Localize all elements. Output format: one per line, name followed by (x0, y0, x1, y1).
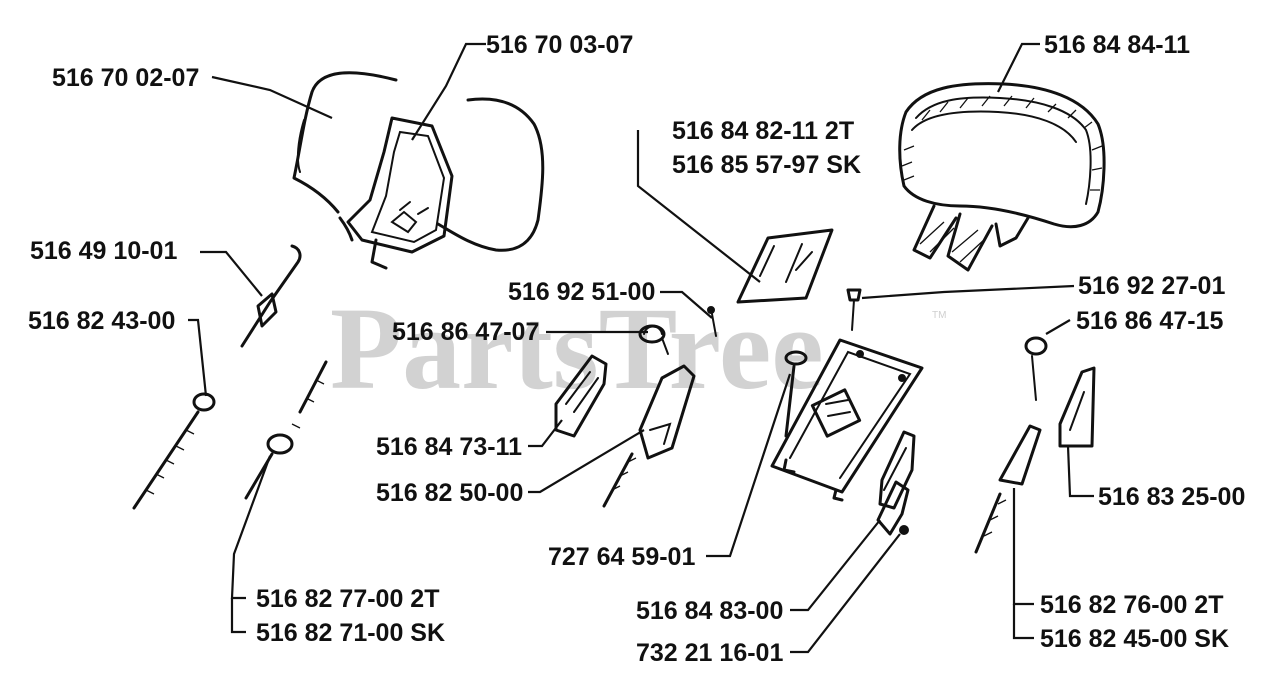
label-732-21-16-01: 732 21 16-01 (636, 639, 783, 667)
handle-grip-part (898, 82, 1106, 272)
label-516-82-45-00-sk: 516 82 45-00 SK (1040, 625, 1229, 653)
wire-handle-part (292, 71, 545, 252)
watermark: PartsTree (330, 283, 824, 414)
label-516-85-57-97-sk: 516 85 57-97 SK (672, 151, 861, 179)
control-panel-part (770, 338, 924, 502)
label-516-82-71-00-sk: 516 82 71-00 SK (256, 619, 445, 647)
label-516-86-47-15: 516 86 47-15 (1076, 307, 1223, 335)
screw-516-92-51-00-part (707, 306, 717, 337)
label-516-82-76-00-2t: 516 82 76-00 2T (1040, 591, 1223, 619)
lever-right-part (974, 424, 1042, 554)
cable-left-part (132, 392, 216, 510)
label-516-83-25-00: 516 83 25-00 (1098, 483, 1245, 511)
label-727-64-59-01: 727 64 59-01 (548, 543, 695, 571)
cable-center-part (244, 360, 328, 500)
label-516-49-10-01: 516 49 10-01 (30, 237, 177, 265)
throttle-lever-part (602, 364, 696, 508)
label-516-92-51-00: 516 92 51-00 (508, 278, 655, 306)
label-516-70-03-07: 516 70 03-07 (486, 31, 633, 59)
bracket-right-part (1058, 366, 1096, 448)
bail-frame-part (346, 116, 454, 270)
label-516-84-82-11-2t: 516 84 82-11 2T (672, 117, 854, 145)
label-516-84-83-00: 516 84 83-00 (636, 597, 783, 625)
label-516-92-27-01: 516 92 27-01 (1078, 272, 1225, 300)
label-516-82-43-00: 516 82 43-00 (28, 307, 175, 335)
part-number-labels: 516 70 02-07 516 70 03-07 516 84 84-11 5… (28, 31, 1245, 667)
label-516-82-77-00-2t: 516 82 77-00 2T (256, 585, 439, 613)
leader-lines (188, 42, 1094, 654)
label-516-70-02-07: 516 70 02-07 (52, 64, 199, 92)
screw-516-92-27-01-part (846, 288, 862, 331)
spring-right-part (1024, 336, 1048, 401)
label-516-86-47-07: 516 86 47-07 (392, 318, 539, 346)
cable-clip-part (240, 244, 302, 348)
cover-plate-part (736, 228, 834, 304)
label-516-82-50-00: 516 82 50-00 (376, 479, 523, 507)
switch-assembly-part (876, 430, 916, 536)
bracket-left-part (554, 354, 608, 438)
label-516-84-73-11: 516 84 73-11 (376, 433, 522, 461)
watermark-trademark: TM (932, 310, 946, 321)
pin-part (784, 350, 808, 438)
label-516-84-84-11: 516 84 84-11 (1044, 31, 1190, 59)
